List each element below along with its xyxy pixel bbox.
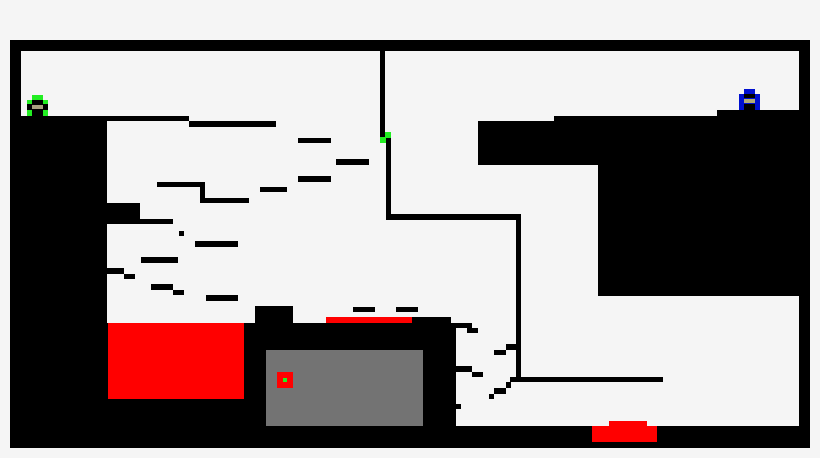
sprite-visor <box>32 105 43 109</box>
platform <box>336 159 369 165</box>
platform <box>200 198 249 203</box>
step <box>506 382 511 388</box>
sprite-pixel <box>43 100 48 104</box>
sprite-pixel <box>27 100 32 104</box>
step <box>472 372 483 377</box>
green-player[interactable] <box>27 95 48 116</box>
step <box>506 344 517 350</box>
step <box>451 323 472 328</box>
platform <box>206 295 238 301</box>
sprite-visor <box>744 99 755 103</box>
green-marker-icon <box>380 137 386 143</box>
step <box>456 366 472 372</box>
sprite-pixel <box>739 104 744 110</box>
platform <box>179 231 184 236</box>
step <box>494 388 506 394</box>
sprite-pixel <box>32 110 43 116</box>
platform <box>141 257 178 263</box>
bottom-floor <box>10 426 810 448</box>
right-block <box>717 110 810 116</box>
step <box>456 404 461 409</box>
platform <box>298 176 331 182</box>
blue-player[interactable] <box>739 89 760 110</box>
sprite-pixel <box>744 104 755 110</box>
platform <box>124 274 135 279</box>
sprite-pixel <box>739 94 744 98</box>
bottom-lava-hazard <box>609 421 647 426</box>
sprite-pixel <box>744 94 755 98</box>
platform <box>157 182 205 187</box>
step <box>489 394 494 399</box>
platform <box>255 306 293 323</box>
sprite-pixel <box>755 94 760 98</box>
green-marker-icon <box>385 132 391 138</box>
sprite-pixel <box>755 104 760 110</box>
sprite-pixel <box>32 100 43 104</box>
platform <box>107 219 173 224</box>
platform <box>298 138 331 143</box>
platform <box>107 268 124 274</box>
right-block <box>598 116 810 296</box>
goal-switch[interactable] <box>277 372 293 388</box>
left-wall-block <box>10 116 107 448</box>
lava-pool-hazard <box>108 323 244 399</box>
goal-area <box>266 350 423 426</box>
lower-floor-block <box>410 317 451 323</box>
thin-wall <box>510 377 663 382</box>
thin-wall <box>516 214 521 382</box>
step <box>494 350 506 355</box>
thin-wall <box>386 214 521 220</box>
sprite-pixel <box>27 110 32 116</box>
platform <box>151 284 173 290</box>
platform <box>195 241 238 247</box>
red-ledge-hazard <box>326 317 412 323</box>
platform <box>396 307 418 312</box>
step <box>467 328 478 333</box>
platform <box>107 203 140 224</box>
green-character-sprite-icon <box>32 95 43 100</box>
thin-wall <box>386 138 391 219</box>
platform <box>189 121 276 127</box>
sprite-pixel <box>43 110 48 116</box>
bottom-lava-hazard <box>592 426 657 442</box>
platform <box>173 290 184 295</box>
thin-wall <box>380 51 385 140</box>
platform <box>200 182 205 203</box>
goal-switch-center-icon <box>283 378 287 382</box>
platform <box>260 187 287 192</box>
platform <box>353 307 375 312</box>
blue-character-sprite-icon <box>744 89 755 94</box>
